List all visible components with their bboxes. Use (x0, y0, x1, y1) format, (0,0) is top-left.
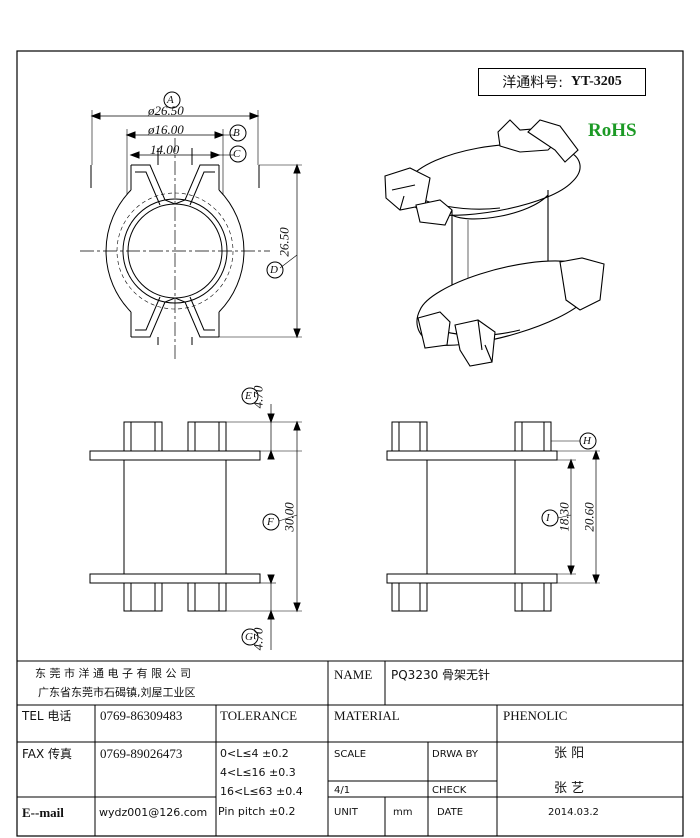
dim-c-letter: C (233, 148, 241, 160)
dim-j-value: 20.60 (581, 502, 597, 532)
title-block-grid (17, 660, 683, 836)
dim-f-letter: F (267, 516, 274, 528)
unit-label: UNIT (334, 807, 358, 818)
balloon-i (541, 509, 559, 527)
dim-a-letter: A (167, 94, 174, 106)
rohs-mark: RoHS (588, 120, 637, 141)
balloon-e (241, 387, 259, 405)
dim-g-letter: G (245, 631, 253, 643)
company-name: 东 莞 市 洋 通 电 子 有 限 公 司 (35, 667, 191, 680)
front-view (89, 387, 302, 650)
fax-value: 0769-89026473 (100, 746, 183, 761)
balloon-h (579, 432, 597, 450)
date-label: DATE (437, 807, 464, 818)
dim-g-value: 4.70 (250, 627, 266, 651)
top-view (80, 91, 302, 362)
balloon-g (241, 628, 259, 646)
tel-label: TEL 电话 (22, 709, 72, 723)
dim-h-letter: H (583, 435, 591, 447)
dim-f-value: 30.00 (281, 502, 297, 532)
check-label: CHECK (432, 785, 467, 796)
scale-value: 4/1 (334, 785, 351, 796)
tolerance-row-4: Pin pitch ±0.2 (218, 805, 296, 818)
tolerance-label: TOLERANCE (220, 708, 298, 723)
dim-e-letter: E (245, 390, 252, 402)
company-address: 广东省东莞市石碣镇,刘屋工业区 (38, 686, 196, 699)
balloon-f (262, 513, 280, 531)
draw-by-value: 张 阳 (554, 746, 585, 761)
email-label: E--mail (22, 805, 64, 820)
unit-value: mm (393, 807, 413, 818)
fax-label: FAX 传真 (22, 747, 73, 761)
material-value: PHENOLIC (503, 708, 568, 723)
balloon-c (229, 145, 247, 163)
part-number-box: 洋通料号: YT-3205 (478, 68, 646, 96)
check-value: 张 艺 (554, 781, 585, 796)
dim-c-value: 14.00 (150, 142, 180, 157)
dim-d-letter: D (270, 264, 278, 276)
name-value: PQ3230 骨架无针 (391, 668, 491, 682)
dim-b-value: ø16.00 (148, 122, 184, 137)
tolerance-row-2: 4<L≤16 ±0.3 (220, 766, 296, 779)
dim-i-letter: I (546, 512, 550, 524)
tolerance-row-3: 16<L≤63 ±0.4 (220, 785, 303, 798)
draw-by-label: DRWA BY (432, 749, 479, 760)
date-value: 2014.03.2 (548, 807, 599, 818)
tel-value: 0769-86309483 (100, 708, 183, 723)
balloon-b (229, 124, 247, 142)
sheet-border (16, 50, 684, 837)
dim-e-value: 4.70 (250, 385, 266, 409)
dim-i-value: 18.30 (556, 502, 572, 532)
isometric-view (384, 119, 605, 367)
tolerance-row-1: 0<L≤4 ±0.2 (220, 747, 289, 760)
balloon-a (163, 91, 181, 109)
material-label: MATERIAL (334, 708, 400, 723)
name-label: NAME (334, 667, 373, 682)
side-view (386, 421, 600, 612)
part-number: YT-3205 (570, 74, 622, 89)
dim-a-value: ø26.50 (148, 103, 184, 118)
dim-d-value: 26.50 (276, 227, 292, 257)
balloon-d (266, 261, 284, 279)
scale-label: SCALE (334, 749, 367, 760)
dim-b-letter: B (233, 127, 240, 139)
email-value: wydz001@126.com (99, 806, 208, 819)
part-number-label: 洋通料号: (502, 75, 563, 91)
